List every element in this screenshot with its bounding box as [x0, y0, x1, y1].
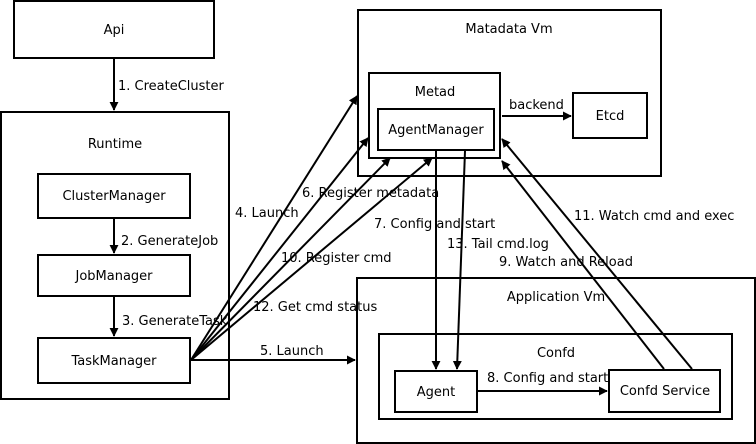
etcd-label: Etcd	[596, 109, 625, 124]
edge-label-register-cmd: 10. Register cmd	[281, 251, 392, 266]
confd-box	[378, 333, 733, 420]
runtime-label: Runtime	[88, 137, 142, 152]
etcd-box	[572, 92, 648, 139]
agent-manager-box	[377, 108, 495, 151]
arrow-tail-cmd-log	[452, 150, 466, 370]
job-manager-label: JobManager	[74, 269, 153, 284]
runtime-box	[0, 111, 230, 400]
edge-label-get-cmd-status: 12. Get cmd status	[253, 300, 377, 315]
metadata-vm-box	[357, 9, 662, 177]
edge-label-register-metadata: 6. Register metadata	[302, 186, 439, 201]
cluster-manager-label: ClusterManager	[62, 189, 166, 204]
task-manager-box	[37, 337, 191, 384]
arrow-get-cmd-status	[190, 157, 433, 361]
metad-box	[368, 72, 501, 159]
metadata-vm-label: Matadata Vm	[465, 22, 552, 37]
job-manager-box	[37, 254, 191, 297]
arrow-watch-cmd-and-exec	[501, 138, 693, 370]
edge-label-tail-cmd-log: 13. Tail cmd.log	[447, 237, 549, 252]
cluster-manager-box	[37, 173, 191, 219]
task-manager-label: TaskManager	[70, 354, 157, 369]
edge-label-config-and-start-8: 8. Config and start	[487, 371, 608, 386]
confd-service-box	[608, 369, 721, 413]
arrow-register-metadata	[190, 137, 369, 361]
agent-box	[394, 370, 478, 413]
api-box	[13, 0, 215, 59]
edge-label-generate-job: 2. GenerateJob	[121, 234, 218, 249]
metad-label: Metad	[415, 85, 456, 100]
edge-label-backend: backend	[509, 98, 564, 113]
arrow-launch-4	[190, 95, 358, 361]
edge-label-launch-4: 4. Launch	[235, 206, 299, 221]
confd-label: Confd	[537, 346, 575, 361]
edge-label-create-cluster: 1. CreateCluster	[118, 79, 225, 94]
api-label: Api	[104, 23, 125, 38]
application-vm-box	[356, 277, 756, 444]
arrow-register-cmd	[190, 157, 391, 361]
edge-label-config-and-start-7: 7. Config and start	[374, 217, 495, 232]
agent-label: Agent	[417, 385, 455, 400]
edge-label-watch-and-reload: 9. Watch and Reload	[499, 255, 633, 270]
arrow-watch-and-reload	[501, 160, 665, 370]
agent-manager-label: AgentManager	[388, 123, 484, 138]
confd-service-label: Confd Service	[620, 384, 710, 399]
edge-label-generate-task: 3. GenerateTask	[122, 314, 228, 329]
application-vm-label: Application Vm	[507, 290, 605, 305]
edge-label-watch-cmd-and-exec: 11. Watch cmd and exec	[574, 209, 734, 224]
edge-label-launch-5: 5. Launch	[260, 344, 324, 359]
